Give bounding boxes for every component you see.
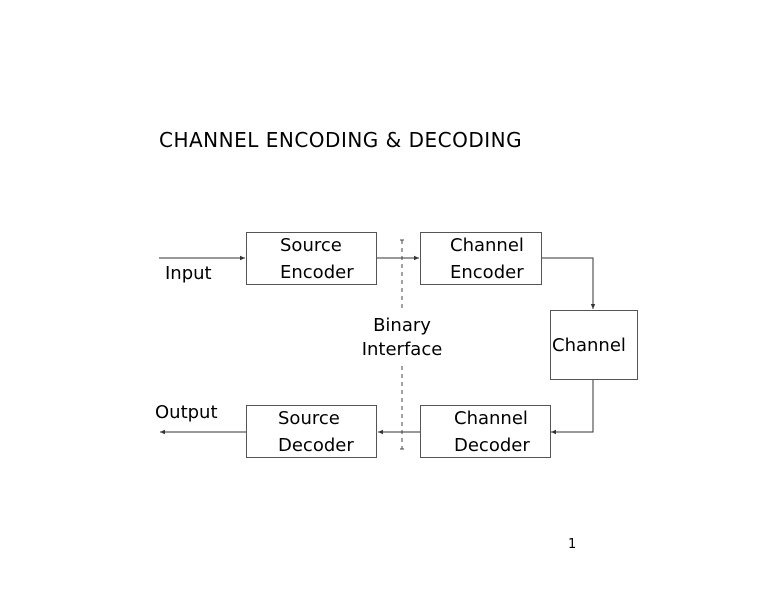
from-channel-arrow (551, 380, 594, 435)
channel-block: Channel (550, 310, 638, 380)
channel-encoder-line1: Channel (450, 235, 524, 256)
source-decoder-block: Source Decoder (246, 405, 377, 458)
channel-encoder-line2: Encoder (450, 262, 524, 283)
binary-interface-line1: Binary (373, 315, 431, 336)
channel-decoder-line1: Channel (454, 408, 528, 429)
source-decoder-line2: Decoder (278, 435, 354, 456)
source-encoder-line2: Encoder (280, 262, 354, 283)
channel-encoder-block: Channel Encoder (420, 232, 542, 285)
source-encoder-block: Source Encoder (246, 232, 377, 285)
binary-interface-line2: Interface (361, 339, 443, 360)
to-channel-arrow (542, 257, 596, 309)
page-number: 1 (568, 537, 577, 552)
output-label: Output (155, 402, 218, 423)
input-label: Input (165, 263, 212, 284)
channel-label: Channel (552, 335, 626, 356)
channel-decoder-block: Channel Decoder (420, 405, 551, 458)
source-encoder-line1: Source (280, 235, 342, 256)
slide-title: CHANNEL ENCODING & DECODING (159, 128, 523, 152)
channel-decoder-line2: Decoder (454, 435, 530, 456)
source-decoder-line1: Source (278, 408, 340, 429)
